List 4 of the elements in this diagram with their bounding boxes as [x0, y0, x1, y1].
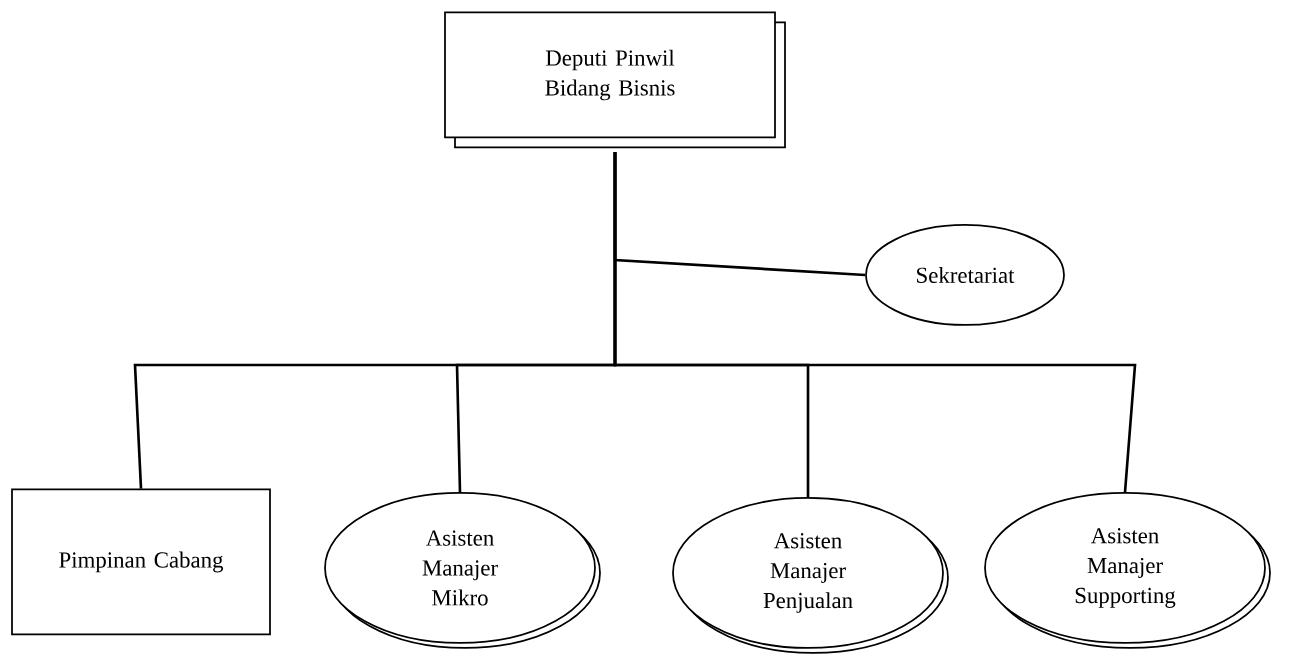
- position-box: Pimpinan Cabang: [11, 488, 271, 636]
- position-box: Deputi Pinwil Bidang Bisnis: [444, 11, 786, 149]
- connector-line: [613, 152, 1137, 493]
- node-label: Asisten Manajer Mikro: [422, 530, 498, 606]
